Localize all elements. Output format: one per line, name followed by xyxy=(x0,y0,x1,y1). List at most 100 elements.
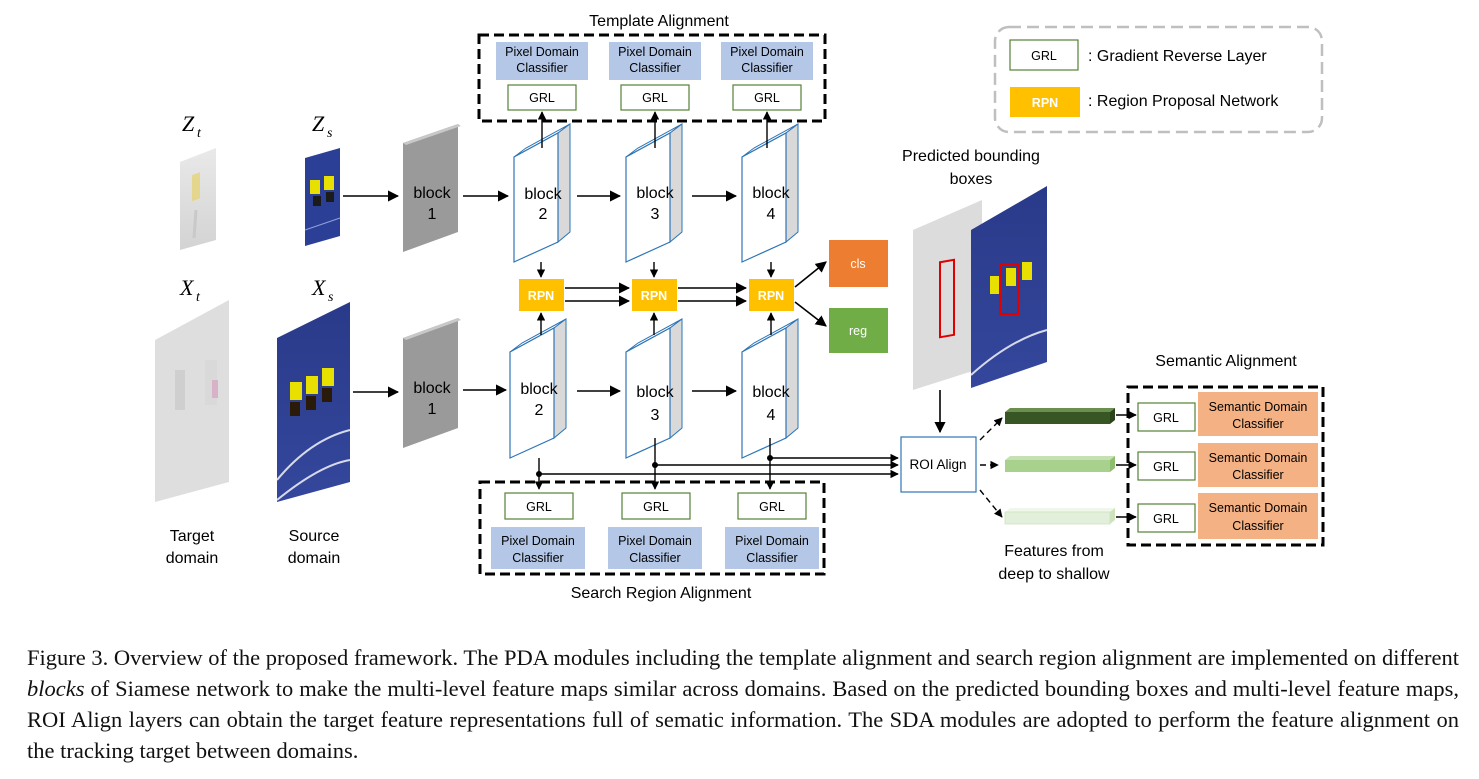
svg-text:cls: cls xyxy=(850,257,865,271)
svg-text:Pixel Domain: Pixel Domain xyxy=(618,45,692,59)
svg-text:GRL: GRL xyxy=(754,91,780,105)
svg-text:4: 4 xyxy=(767,407,776,424)
search-region-alignment-title: Search Region Alignment xyxy=(571,585,752,602)
grl-top: GRL xyxy=(507,84,577,111)
svg-text:Pixel Domain: Pixel Domain xyxy=(505,45,579,59)
svg-text:GRL: GRL xyxy=(1153,411,1179,425)
svg-text:X: X xyxy=(179,275,195,300)
block-4-bottom: block 4 xyxy=(741,318,799,459)
svg-text:2: 2 xyxy=(535,402,544,419)
svg-text:1: 1 xyxy=(428,206,437,223)
semantic-domain-classifier: Semantic Domain Classifier xyxy=(1198,443,1318,487)
predicted-target-image xyxy=(913,200,982,390)
grl-top: GRL xyxy=(732,84,802,111)
target-domain-label: Target xyxy=(170,528,215,545)
svg-text:: Region Proposal Network: : Region Proposal Network xyxy=(1088,93,1279,110)
svg-text:Pixel Domain: Pixel Domain xyxy=(735,534,809,548)
svg-text:: Gradient Reverse Layer: : Gradient Reverse Layer xyxy=(1088,48,1267,65)
target-search-image xyxy=(155,300,229,502)
label-zs: Z s xyxy=(312,111,333,141)
svg-text:Classifier: Classifier xyxy=(746,551,797,565)
target-domain-label: domain xyxy=(166,550,218,567)
pixel-domain-classifier-bottom: Pixel Domain Classifier xyxy=(491,527,585,569)
features-label: Features from xyxy=(1004,543,1104,560)
source-template-image xyxy=(304,148,341,246)
label-zt: Z t xyxy=(182,111,202,141)
block-1-top: block 1 xyxy=(403,124,461,252)
feature-mid xyxy=(1005,456,1115,472)
svg-text:2: 2 xyxy=(539,206,548,223)
svg-text:ROI Align: ROI Align xyxy=(909,457,966,472)
block-4-top: block 4 xyxy=(741,123,799,263)
target-template-image xyxy=(180,148,216,250)
semantic-alignment-title: Semantic Alignment xyxy=(1155,353,1297,370)
svg-text:1: 1 xyxy=(428,401,437,418)
caption-text-b: of Siamese network to make the multi-lev… xyxy=(27,676,1459,763)
legend-box xyxy=(993,25,1324,134)
block-2-bottom: block 2 xyxy=(509,318,567,459)
svg-text:Classifier: Classifier xyxy=(1232,417,1283,431)
semantic-domain-classifier: Semantic Domain Classifier xyxy=(1198,392,1318,436)
features-label: deep to shallow xyxy=(998,566,1110,583)
svg-text:Classifier: Classifier xyxy=(1232,468,1283,482)
source-domain-label: Source xyxy=(289,528,340,545)
grl-semantic: GRL xyxy=(1137,451,1196,481)
rpn-box-1: RPN xyxy=(519,279,564,311)
search-region-alignment-box xyxy=(478,480,826,576)
svg-text:Semantic Domain: Semantic Domain xyxy=(1209,451,1308,465)
svg-text:Classifier: Classifier xyxy=(741,61,792,75)
svg-text:GRL: GRL xyxy=(529,91,555,105)
svg-text:GRL: GRL xyxy=(642,91,668,105)
source-domain-label: domain xyxy=(288,550,340,567)
block-1-bottom: block 1 xyxy=(403,318,461,448)
pixel-domain-classifier-top: Pixel Domain Classifier xyxy=(721,42,813,80)
svg-text:Z: Z xyxy=(312,111,325,136)
feature-deep xyxy=(1005,408,1115,424)
rpn-box-3: RPN xyxy=(749,279,794,311)
semantic-domain-classifier: Semantic Domain Classifier xyxy=(1198,493,1318,539)
pixel-domain-classifier-bottom: Pixel Domain Classifier xyxy=(608,527,702,569)
svg-text:GRL: GRL xyxy=(1031,49,1057,63)
block-3-bottom: block 3 xyxy=(625,318,683,459)
predicted-boxes-label: boxes xyxy=(950,171,993,188)
feature-shallow xyxy=(1004,508,1115,525)
svg-text:Semantic Domain: Semantic Domain xyxy=(1209,400,1308,414)
predicted-source-image xyxy=(970,186,1048,388)
grl-bottom: GRL xyxy=(504,492,574,520)
svg-text:GRL: GRL xyxy=(1153,512,1179,526)
pixel-domain-classifier-bottom: Pixel Domain Classifier xyxy=(725,527,819,569)
label-xs: X s xyxy=(311,275,334,305)
grl-semantic: GRL xyxy=(1137,503,1196,533)
svg-text:block: block xyxy=(752,384,790,401)
svg-text:GRL: GRL xyxy=(759,500,785,514)
caption-emphasis: blocks xyxy=(27,676,85,701)
predicted-boxes-label: Predicted bounding xyxy=(902,148,1040,165)
svg-text:GRL: GRL xyxy=(1153,460,1179,474)
caption-text-a: Figure 3. Overview of the proposed frame… xyxy=(27,645,1459,670)
svg-text:Z: Z xyxy=(182,111,195,136)
svg-text:3: 3 xyxy=(651,206,660,223)
rpn-box-2: RPN xyxy=(632,279,677,311)
svg-text:t: t xyxy=(196,290,201,305)
svg-text:X: X xyxy=(311,275,327,300)
svg-text:Classifier: Classifier xyxy=(629,551,680,565)
framework-diagram: Template Alignment Search Region Alignme… xyxy=(155,13,1325,602)
svg-text:s: s xyxy=(327,126,333,141)
semantic-alignment-box xyxy=(1126,385,1325,547)
svg-text:Classifier: Classifier xyxy=(512,551,563,565)
svg-text:Classifier: Classifier xyxy=(1232,519,1283,533)
svg-text:Pixel Domain: Pixel Domain xyxy=(501,534,575,548)
svg-text:block: block xyxy=(413,185,451,202)
svg-text:RPN: RPN xyxy=(1032,96,1058,110)
pixel-domain-classifier-top: Pixel Domain Classifier xyxy=(496,42,588,80)
svg-text:GRL: GRL xyxy=(526,500,552,514)
svg-text:Classifier: Classifier xyxy=(516,61,567,75)
svg-text:block: block xyxy=(520,381,558,398)
grl-top: GRL xyxy=(620,84,690,111)
svg-text:block: block xyxy=(636,185,674,202)
legend-rpn: RPN : Region Proposal Network xyxy=(1010,87,1279,117)
label-xt: X t xyxy=(179,275,201,305)
legend-grl: GRL : Gradient Reverse Layer xyxy=(1009,39,1267,71)
svg-text:4: 4 xyxy=(767,206,776,223)
template-alignment-box xyxy=(477,33,827,123)
